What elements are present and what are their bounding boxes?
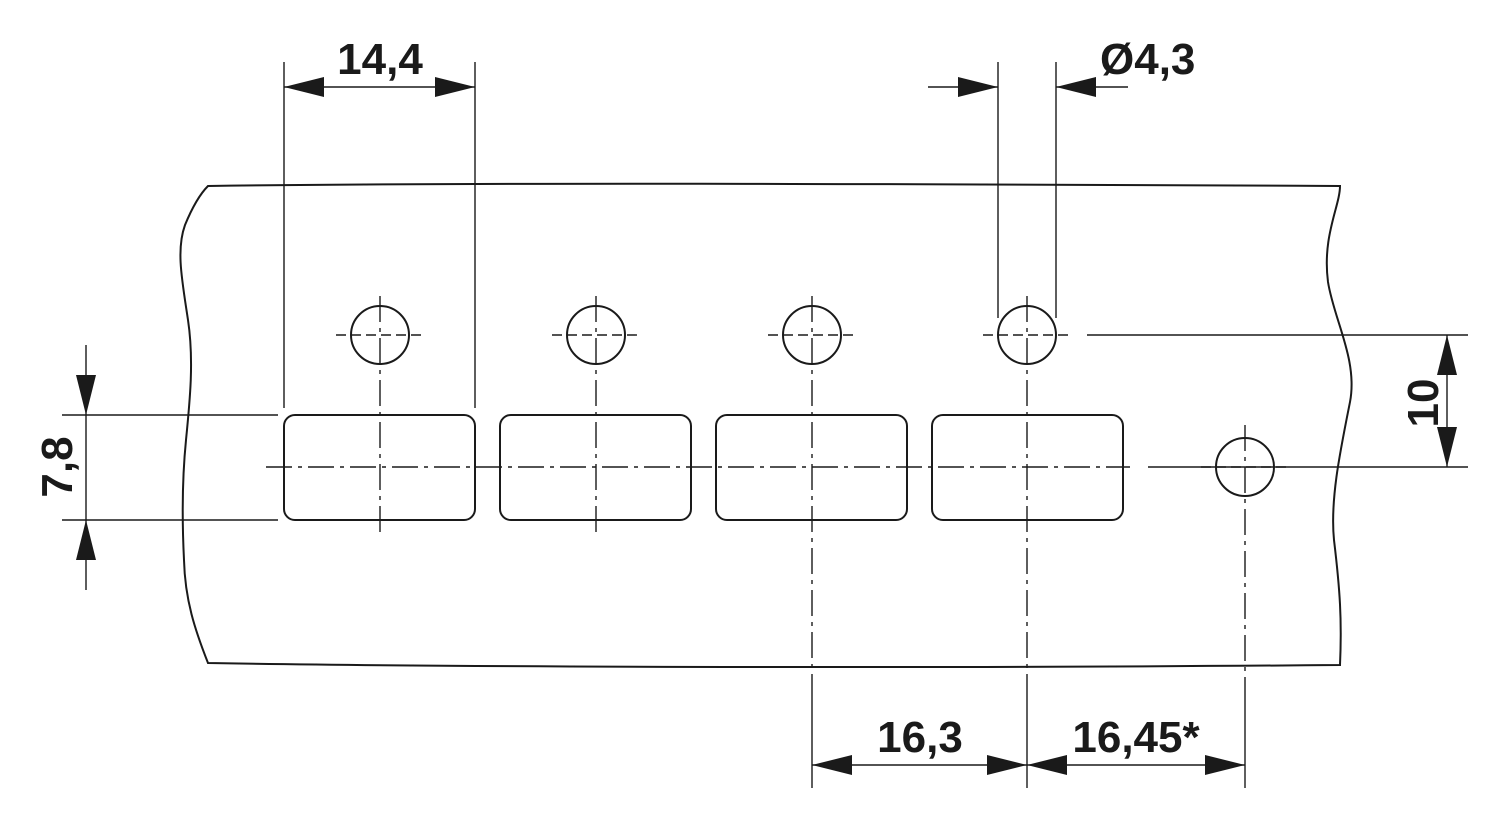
dim-hole-offset-label: 10: [1399, 379, 1448, 428]
dim-end-pitch-label: 16,45*: [1072, 713, 1200, 762]
center-lines: [266, 296, 1289, 700]
dim-hole-offset: [1087, 334, 1468, 468]
dim-slot-height: [62, 345, 278, 590]
rail-outline: [179, 182, 1353, 669]
dim-hole-diameter-label: Ø4,3: [1100, 35, 1195, 84]
dim-slot-height-label: 7,8: [33, 436, 82, 497]
dim-slot-width-label: 14,4: [337, 35, 423, 84]
dim-slot-width: [283, 62, 476, 408]
dim-pitch: [811, 700, 1246, 788]
dim-hole-diameter: [928, 62, 1128, 318]
dim-pitch-label: 16,3: [877, 713, 963, 762]
